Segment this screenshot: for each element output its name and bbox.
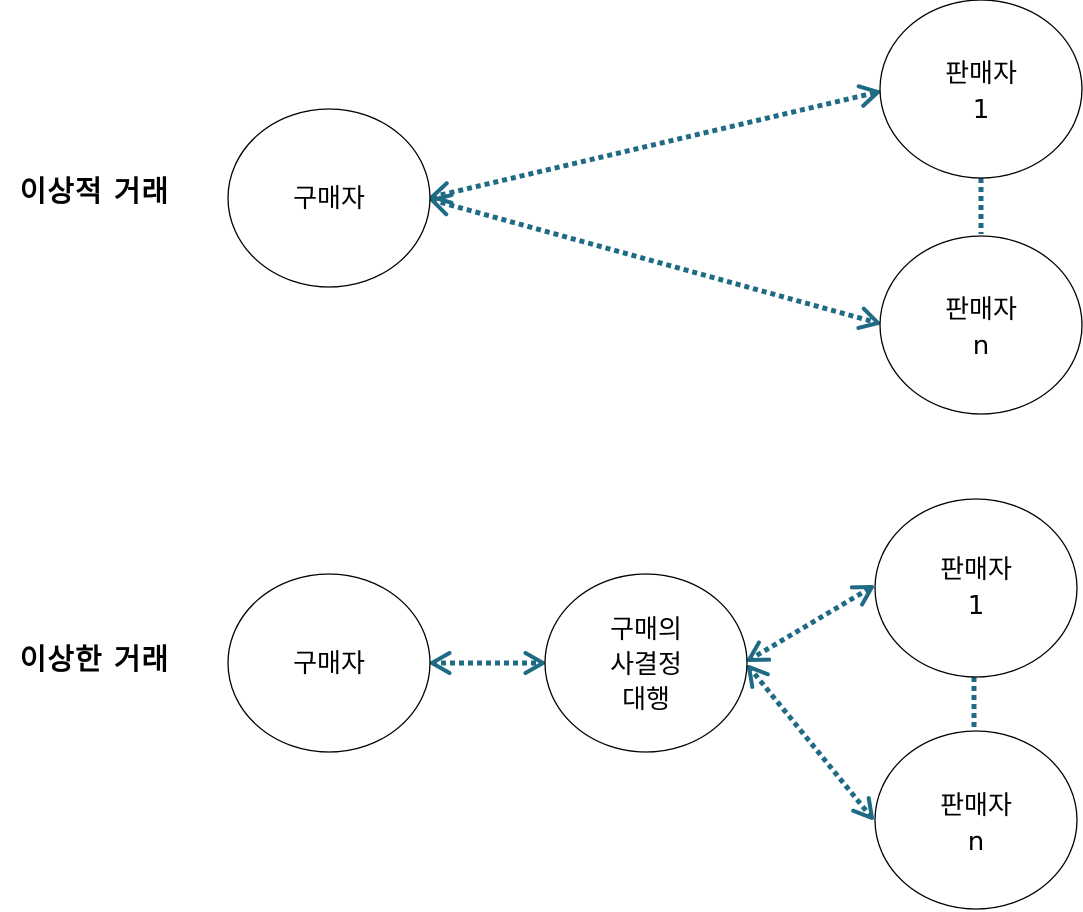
strange-trade-diagram: 구매자 구매의 사결정 대행 판매자 1 판매자 n [227, 498, 1078, 910]
agent-node: 구매의 사결정 대행 [544, 573, 748, 753]
agent-seller1-connector [747, 584, 874, 663]
agent-label-line-2: 사결정 [610, 650, 682, 680]
seller-1-label-line-2: 1 [968, 591, 985, 621]
buyer-node: 구매자 [227, 573, 431, 753]
buyer-node: 구매자 [227, 108, 431, 288]
seller-n-label-line-2: n [968, 827, 984, 857]
agent-sellern-connector [747, 665, 874, 820]
buyer-label: 구매자 [293, 184, 365, 214]
seller-1-label-line-2: 1 [973, 95, 990, 125]
seller-n-node: 판매자 n [874, 730, 1078, 910]
agent-label-line-1: 구매의 [610, 615, 682, 645]
agent-label-line-3: 대행 [622, 685, 670, 715]
ideal-trade-title: 이상적 거래 [20, 174, 170, 208]
seller-1-label-line-1: 판매자 [945, 59, 1017, 89]
buyer-seller1-connector [430, 84, 880, 205]
seller-1-node: 판매자 1 [874, 498, 1078, 678]
seller-n-node: 판매자 n [879, 235, 1083, 415]
seller-n-label-line-1: 판매자 [940, 791, 1012, 821]
seller-1-label-line-1: 판매자 [940, 555, 1012, 585]
seller-1-node: 판매자 1 [879, 0, 1083, 179]
ideal-trade-diagram: 구매자 판매자 1 판매자 n [227, 0, 1083, 415]
buyer-label: 구매자 [293, 649, 365, 679]
seller-n-label-line-1: 판매자 [945, 295, 1017, 325]
buyer-sellern-connector [430, 193, 880, 330]
strange-trade-title: 이상한 거래 [20, 642, 170, 676]
seller-n-label-line-2: n [973, 331, 989, 361]
